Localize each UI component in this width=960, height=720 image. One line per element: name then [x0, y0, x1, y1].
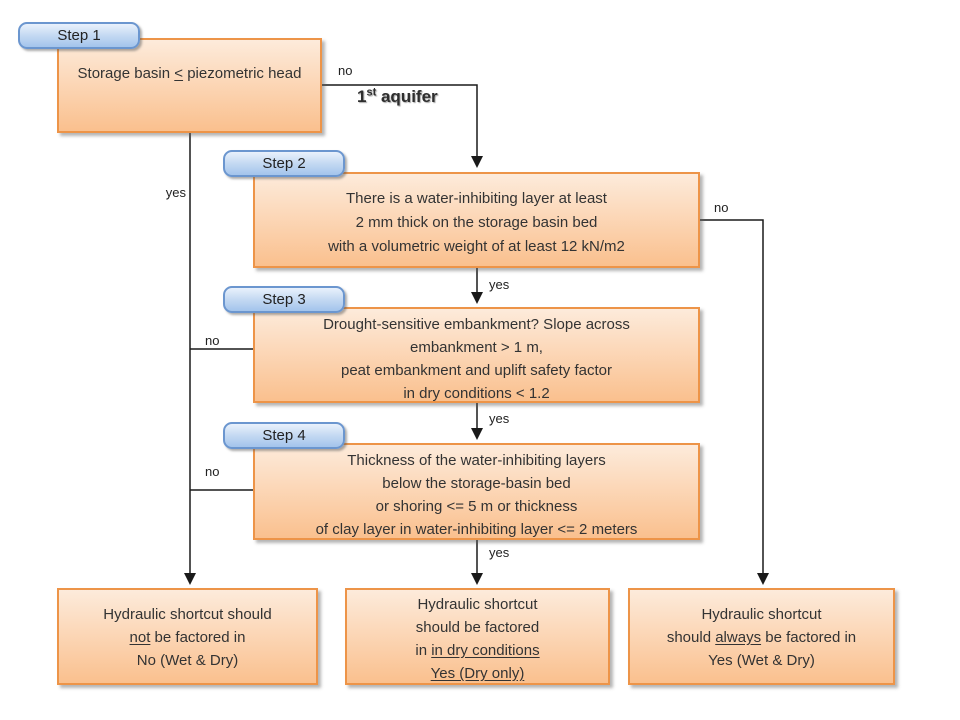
step1-badge: Step 1	[18, 22, 140, 49]
edge-label-no-step4: no	[205, 465, 219, 479]
outcome-right-line2-post: be factored in	[761, 629, 857, 646]
step4-badge: Step 4	[223, 422, 345, 449]
outcome-left-line1: Hydraulic shortcut should	[103, 606, 272, 623]
outcome-left-box: Hydraulic shortcut should not be factore…	[57, 588, 318, 685]
edge-label-no-right-text: no	[714, 200, 729, 215]
edge-label-yes-2-3: yes	[489, 278, 509, 292]
edge-label-yes-4-out: yes	[489, 546, 509, 560]
outcome-right-line2-pre: should	[666, 629, 716, 646]
outcome-middle-line3-underlined: in dry conditions	[431, 642, 540, 659]
outcome-left-line2-post: be factored in	[150, 629, 246, 646]
step4-line1: Thickness of the water-inhibiting layers	[347, 452, 606, 469]
edge-label-no-step3: no	[205, 334, 219, 348]
edge-label-no-top-text: no	[338, 63, 353, 78]
outcome-middle-line2: should be factored	[415, 619, 540, 636]
step3-badge-label: Step 3	[262, 291, 306, 308]
edge-label-yes-left-text: yes	[165, 185, 186, 200]
step1-text-pre: Storage basin	[77, 65, 175, 82]
edge-label-yes-3-4: yes	[489, 412, 509, 426]
edge-label-yes-left: yes	[158, 186, 186, 200]
step1-text: Storage basin < piezometric head	[59, 62, 320, 86]
outcome-left-line2: not be factored in	[59, 626, 316, 649]
edge-label-yes-2-3-text: yes	[489, 277, 510, 292]
outcome-right-line1: Hydraulic shortcut	[701, 606, 822, 623]
step2-line3: with a volumetric weight of at least 12 …	[328, 238, 625, 255]
outcome-right-line2: should always be factored in	[630, 626, 893, 649]
outcome-middle-line4: Yes (Dry only)	[347, 662, 608, 685]
step2-line2: 2 mm thick on the storage basin bed	[355, 214, 598, 231]
edge-label-yes-3-4-text: yes	[489, 411, 510, 426]
step4-badge-label: Step 4	[262, 427, 306, 444]
edge-label-yes-4-out-text: yes	[489, 545, 510, 560]
step4-line2: below the storage-basin bed	[382, 475, 571, 492]
outcome-right-line2-underlined: always	[715, 629, 762, 646]
outcome-middle-line3-pre: in	[415, 642, 432, 659]
step3-line3: peat embankment and uplift safety factor	[341, 362, 612, 379]
aquifer-rest: aquifer	[376, 87, 438, 106]
outcome-middle-box: Hydraulic shortcut should be factored in…	[345, 588, 610, 685]
outcome-right-line3: Yes (Wet & Dry)	[708, 652, 815, 669]
outcome-left-line2-underlined: not	[129, 629, 151, 646]
outcome-middle-line3: in in dry conditions	[347, 639, 608, 662]
step1-badge-label: Step 1	[57, 27, 101, 44]
step3-badge: Step 3	[223, 286, 345, 313]
outcome-left-line3: No (Wet & Dry)	[136, 652, 239, 669]
step1-text-underlined: <	[174, 65, 184, 82]
step3-box: Drought-sensitive embankment? Slope acro…	[253, 307, 700, 403]
step3-line1: Drought-sensitive embankment? Slope acro…	[323, 316, 630, 333]
step4-box: Thickness of the water-inhibiting layers…	[253, 443, 700, 540]
edge-label-no-step3-text: no	[205, 333, 220, 348]
step2-box: There is a water-inhibiting layer at lea…	[253, 172, 700, 268]
first-aquifer-label: 1st aquifer	[357, 87, 438, 107]
step2-badge: Step 2	[223, 150, 345, 177]
step3-line2: embankment > 1 m,	[410, 339, 543, 356]
step1-box: Storage basin < piezometric head	[57, 38, 322, 133]
outcome-middle-line4-underlined: Yes (Dry only)	[430, 665, 525, 682]
outcome-right-box: Hydraulic shortcut should always be fact…	[628, 588, 895, 685]
edge-label-no-top: no	[338, 64, 352, 78]
aquifer-sup: st	[366, 86, 377, 99]
edge-label-no-right: no	[714, 201, 728, 215]
outcome-middle-line1: Hydraulic shortcut	[417, 596, 538, 613]
aquifer-num: 1	[357, 87, 367, 106]
step3-line4: in dry conditions < 1.2	[403, 385, 550, 402]
step4-line3: or shoring <= 5 m or thickness	[375, 498, 578, 515]
edge-label-no-step4-text: no	[205, 464, 220, 479]
step2-line1: There is a water-inhibiting layer at lea…	[346, 190, 607, 207]
step1-text-post: piezometric head	[183, 65, 302, 82]
step4-line4: of clay layer in water-inhibiting layer …	[315, 521, 638, 538]
step2-badge-label: Step 2	[262, 155, 306, 172]
